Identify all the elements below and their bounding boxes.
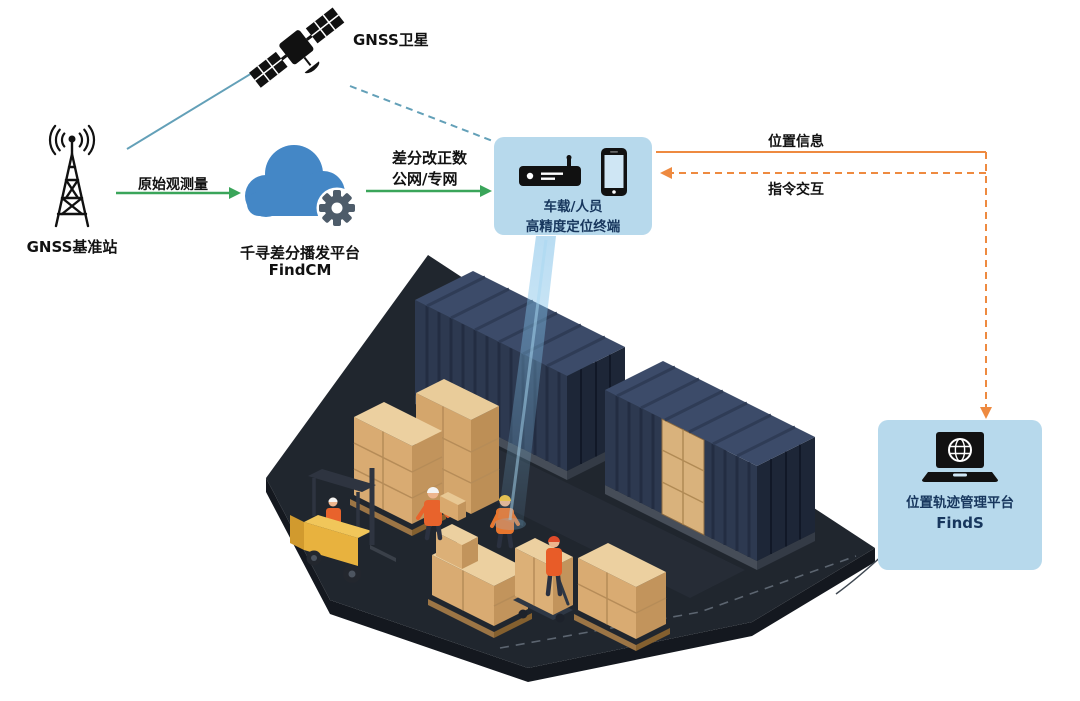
management-platform-name: 位置轨迹管理平台 <box>906 495 1014 511</box>
worker-carrying-crate <box>416 487 466 541</box>
command-interaction-label: 指令交互 <box>768 182 824 198</box>
gear-icon <box>316 187 358 229</box>
smartphone-icon <box>601 148 627 196</box>
warehouse-scene <box>266 236 875 682</box>
shipping-container-2 <box>605 361 815 570</box>
cloud-platform-name: 千寻差分播发平台 <box>239 244 360 262</box>
terminal-icons <box>517 146 629 198</box>
arrow-correction <box>366 185 492 197</box>
positioning-beam <box>494 236 556 530</box>
pallet-jack <box>513 538 573 623</box>
link-satellite-to-terminal <box>349 85 504 146</box>
arrow-command-interaction <box>660 167 986 179</box>
correction-label-line1: 差分改正数 <box>392 149 468 167</box>
satellite-icon <box>249 7 345 88</box>
radio-tower-icon <box>48 124 96 228</box>
management-platform-node: 位置轨迹管理平台 FindS <box>878 420 1042 570</box>
arrow-position-info <box>656 151 992 419</box>
pallet-stack-bottom-right <box>574 543 670 651</box>
forklift <box>290 468 396 583</box>
position-info-label: 位置信息 <box>768 134 824 150</box>
pallet-stack-front <box>350 402 446 536</box>
cloud-platform-product: FindCM <box>268 261 332 279</box>
link-satellite-to-base <box>126 66 263 150</box>
correction-label-line2: 公网/专网 <box>392 170 458 188</box>
pallet-stack-bottom-left <box>428 524 532 638</box>
vehicle-receiver-icon <box>519 155 581 186</box>
satellite-label: GNSS卫星 <box>353 31 429 49</box>
arrow-raw-observation <box>116 187 241 199</box>
management-platform-product: FindS <box>936 513 984 532</box>
base-station-label: GNSS基准站 <box>26 238 118 256</box>
laptop-globe-icon <box>922 432 998 482</box>
terminal-label-line2: 高精度定位终端 <box>525 218 621 235</box>
raw-observation-label: 原始观测量 <box>138 177 208 193</box>
worker-pallet-jack <box>545 536 563 597</box>
terminal-node: 车载/人员 高精度定位终端 <box>494 137 652 235</box>
terminal-label-line1: 车载/人员 <box>543 199 603 215</box>
